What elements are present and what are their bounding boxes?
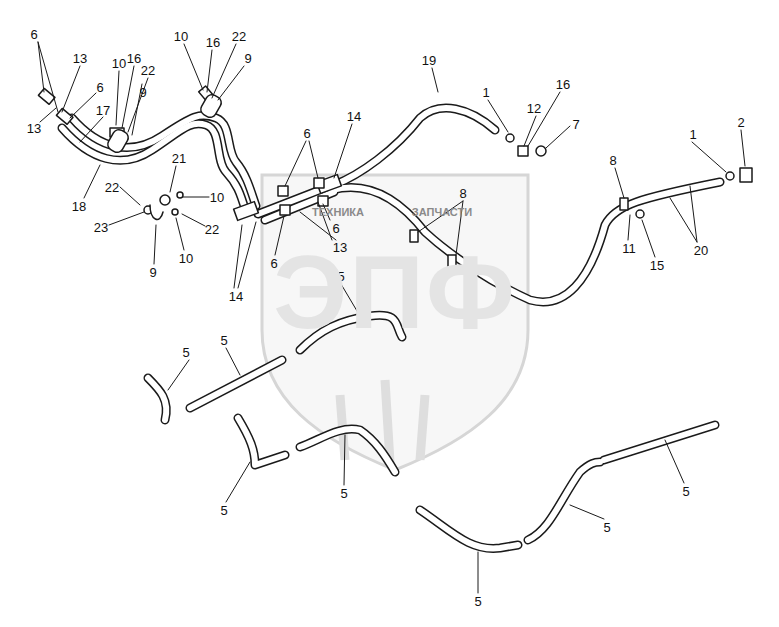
- callout-number: 16: [556, 78, 570, 91]
- callout-number: 22: [141, 64, 155, 77]
- callout-number: 5: [220, 334, 227, 347]
- callout-number: 14: [229, 290, 243, 303]
- callout-number: 5: [603, 521, 610, 534]
- callout-number: 14: [347, 110, 361, 123]
- callout-number: 22: [205, 223, 219, 236]
- callout-number: 1: [482, 86, 489, 99]
- callout-number: 7: [572, 118, 579, 131]
- callout-number: 16: [127, 52, 141, 65]
- callout-number: 1: [689, 128, 696, 141]
- callout-number: 9: [149, 266, 156, 279]
- watermark-text: ЭПФ: [273, 240, 517, 344]
- callout-number: 6: [332, 222, 339, 235]
- callout-number: 5: [182, 346, 189, 359]
- callout-number: 17: [96, 104, 110, 117]
- callout-number: 19: [422, 54, 436, 67]
- callout-number: 20: [694, 244, 708, 257]
- callout-number: 12: [527, 102, 541, 115]
- callout-number: 9: [139, 86, 146, 99]
- callout-number: 18: [72, 200, 86, 213]
- callout-number: 13: [73, 52, 87, 65]
- callout-number: 8: [459, 187, 466, 200]
- callout-number: 6: [303, 127, 310, 140]
- callout-number: 10: [174, 30, 188, 43]
- callout-number: 23: [94, 221, 108, 234]
- callout-number: 9: [244, 52, 251, 65]
- callout-number: 10: [112, 57, 126, 70]
- callout-number: 5: [220, 504, 227, 517]
- callout-number: 10: [210, 191, 224, 204]
- callout-number: 22: [105, 181, 119, 194]
- callout-number: 11: [622, 242, 636, 255]
- callout-number: 6: [96, 81, 103, 94]
- callout-number: 5: [474, 595, 481, 608]
- callout-number: 10: [179, 252, 193, 265]
- callout-number: 22: [232, 30, 246, 43]
- callout-number: 5: [340, 487, 347, 500]
- callout-number: 6: [30, 28, 37, 41]
- watermark-text: ЗАПЧАСТИ: [412, 207, 472, 218]
- callout-number: 21: [172, 152, 186, 165]
- callout-number: 8: [609, 154, 616, 167]
- callout-number: 15: [650, 259, 664, 272]
- watermark-text: ТЕХНИКА: [312, 207, 364, 218]
- callout-number: 16: [206, 36, 220, 49]
- callout-number: 2: [737, 116, 744, 129]
- callout-number: 13: [27, 122, 41, 135]
- callout-number: 5: [682, 485, 689, 498]
